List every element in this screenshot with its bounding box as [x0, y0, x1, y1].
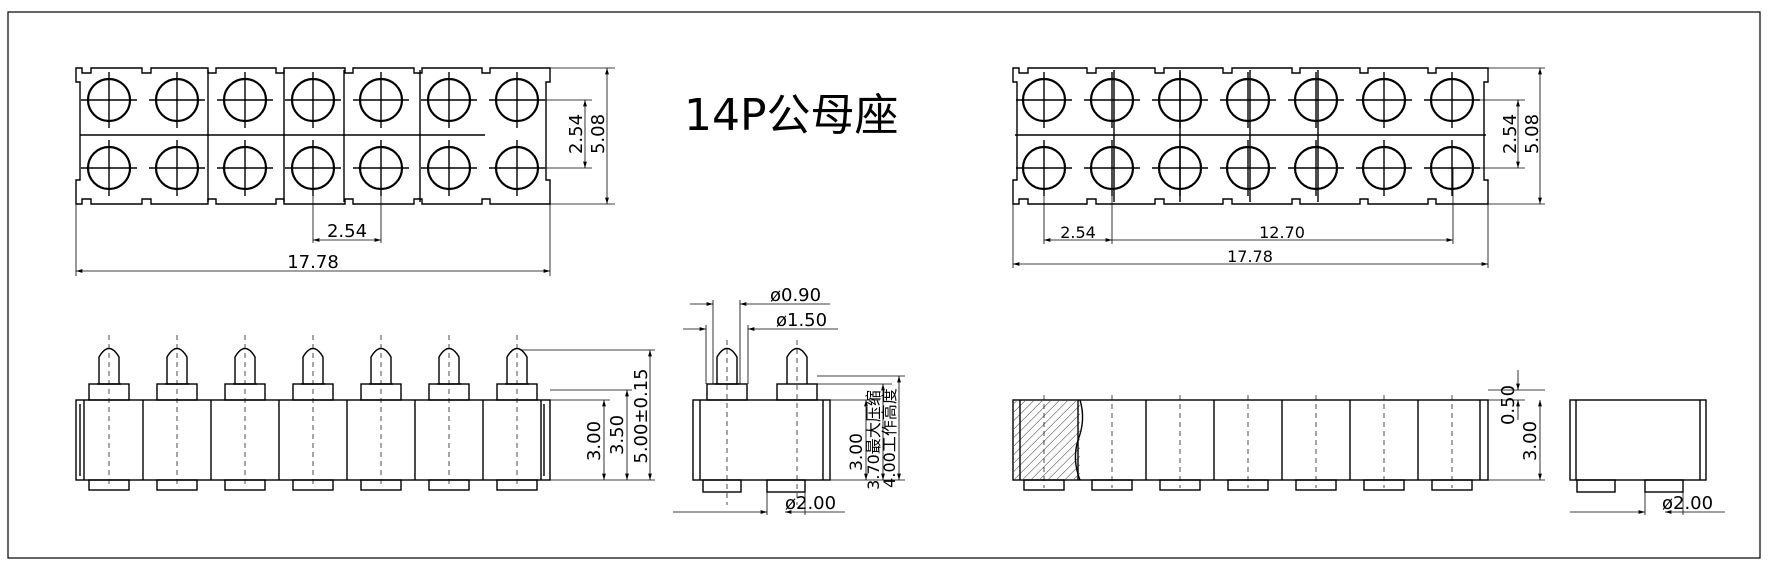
side-middle-dimensions: ø0.90 ø1.50 3.00 3.70最大压缩 4.00工作高度 ø2.00	[673, 285, 905, 515]
spring-pin	[292, 335, 348, 491]
side-left-dim-mid: 3.50	[607, 415, 628, 455]
side-right-feet	[1023, 395, 1473, 491]
pin-hole-icon	[81, 72, 137, 128]
top-right-dim-pitch-h: 2.54	[1060, 223, 1096, 242]
side-right-dim-body: 3.00	[1520, 421, 1541, 461]
pin-hole-icon	[285, 72, 341, 128]
spring-pin	[156, 335, 212, 491]
top-right-dimensions: 2.54 5.08 2.54 12.70 17.78	[1012, 67, 1545, 268]
pin-hole-icon	[81, 140, 137, 196]
top-left-dim-pitch-v: 2.54	[566, 114, 587, 154]
pin-hole-icon	[1356, 72, 1412, 128]
side-left-pins	[88, 335, 538, 491]
drawing-title: 14P公母座	[684, 90, 899, 141]
socket-foot	[1091, 395, 1147, 491]
spring-pin	[360, 335, 416, 491]
pin-hole-icon	[421, 72, 477, 128]
side-right-dimensions: 0.50 3.00	[1488, 370, 1545, 481]
pin-hole-icon	[1152, 140, 1208, 196]
pin-hole-icon	[1152, 72, 1208, 128]
side-mid-dim-pin-dia: ø0.90	[770, 285, 821, 306]
sheet-border	[7, 11, 1761, 559]
side-right-dim-top: 0.50	[1498, 385, 1519, 425]
end-right-dim-base-dia: ø2.00	[1662, 493, 1713, 514]
side-mid-dim-max-comp: 3.70最大压缩	[864, 390, 883, 490]
pin-hole-icon	[149, 72, 205, 128]
pin-hole-icon	[149, 140, 205, 196]
side-mid-dim-body: 3.00	[847, 433, 867, 471]
socket-foot	[1295, 395, 1351, 491]
top-left-dim-height: 5.08	[588, 114, 609, 154]
top-view-right	[1012, 67, 1489, 205]
pin-holes	[81, 72, 1480, 196]
spring-pin	[88, 335, 144, 491]
top-left-dimensions: 2.54 5.08 2.54 17.78	[75, 67, 615, 276]
side-mid-dim-base-dia: ø2.00	[785, 493, 836, 514]
top-right-dim-height: 5.08	[1522, 114, 1543, 154]
spring-pin	[428, 335, 484, 491]
side-mid-dim-work: 4.00工作高度	[880, 388, 899, 488]
pin-hole-icon	[1220, 140, 1276, 196]
end-view-right: ø2.00	[1569, 399, 1725, 515]
side-left-dim-total: 5.00±0.15	[631, 368, 652, 463]
pin-hole-icon	[217, 140, 273, 196]
side-left-dimensions: 3.00 3.50 5.00±0.15	[520, 349, 655, 481]
top-right-dim-total: 17.78	[1227, 247, 1273, 266]
socket-foot	[1227, 395, 1283, 491]
socket-foot	[1431, 395, 1473, 491]
socket-foot	[1023, 395, 1079, 491]
spring-pin	[224, 335, 280, 491]
pin-hole-icon	[1288, 140, 1344, 196]
side-view-right	[1012, 399, 1489, 481]
pin-hole-icon	[1084, 72, 1140, 128]
section-hatch	[1014, 401, 1080, 479]
pin-hole-icon	[1016, 72, 1072, 128]
pin-hole-icon	[1288, 72, 1344, 128]
pin-hole-icon	[1220, 72, 1276, 128]
side-left-dim-body: 3.00	[584, 421, 605, 461]
spring-pin	[496, 335, 538, 491]
side-view-middle	[692, 340, 831, 505]
top-left-dim-total: 17.78	[287, 252, 339, 273]
pin-hole-icon	[1356, 140, 1412, 196]
socket-foot	[1159, 395, 1215, 491]
pin-hole-icon	[421, 140, 477, 196]
top-left-dim-pitch-h: 2.54	[327, 221, 367, 242]
socket-foot	[1363, 395, 1419, 491]
top-right-dim-span: 12.70	[1259, 223, 1305, 242]
top-right-dim-pitch-v: 2.54	[1500, 114, 1521, 154]
pin-hole-icon	[217, 72, 273, 128]
pin-hole-icon	[353, 72, 409, 128]
side-mid-dim-sleeve-dia: ø1.50	[776, 310, 827, 331]
